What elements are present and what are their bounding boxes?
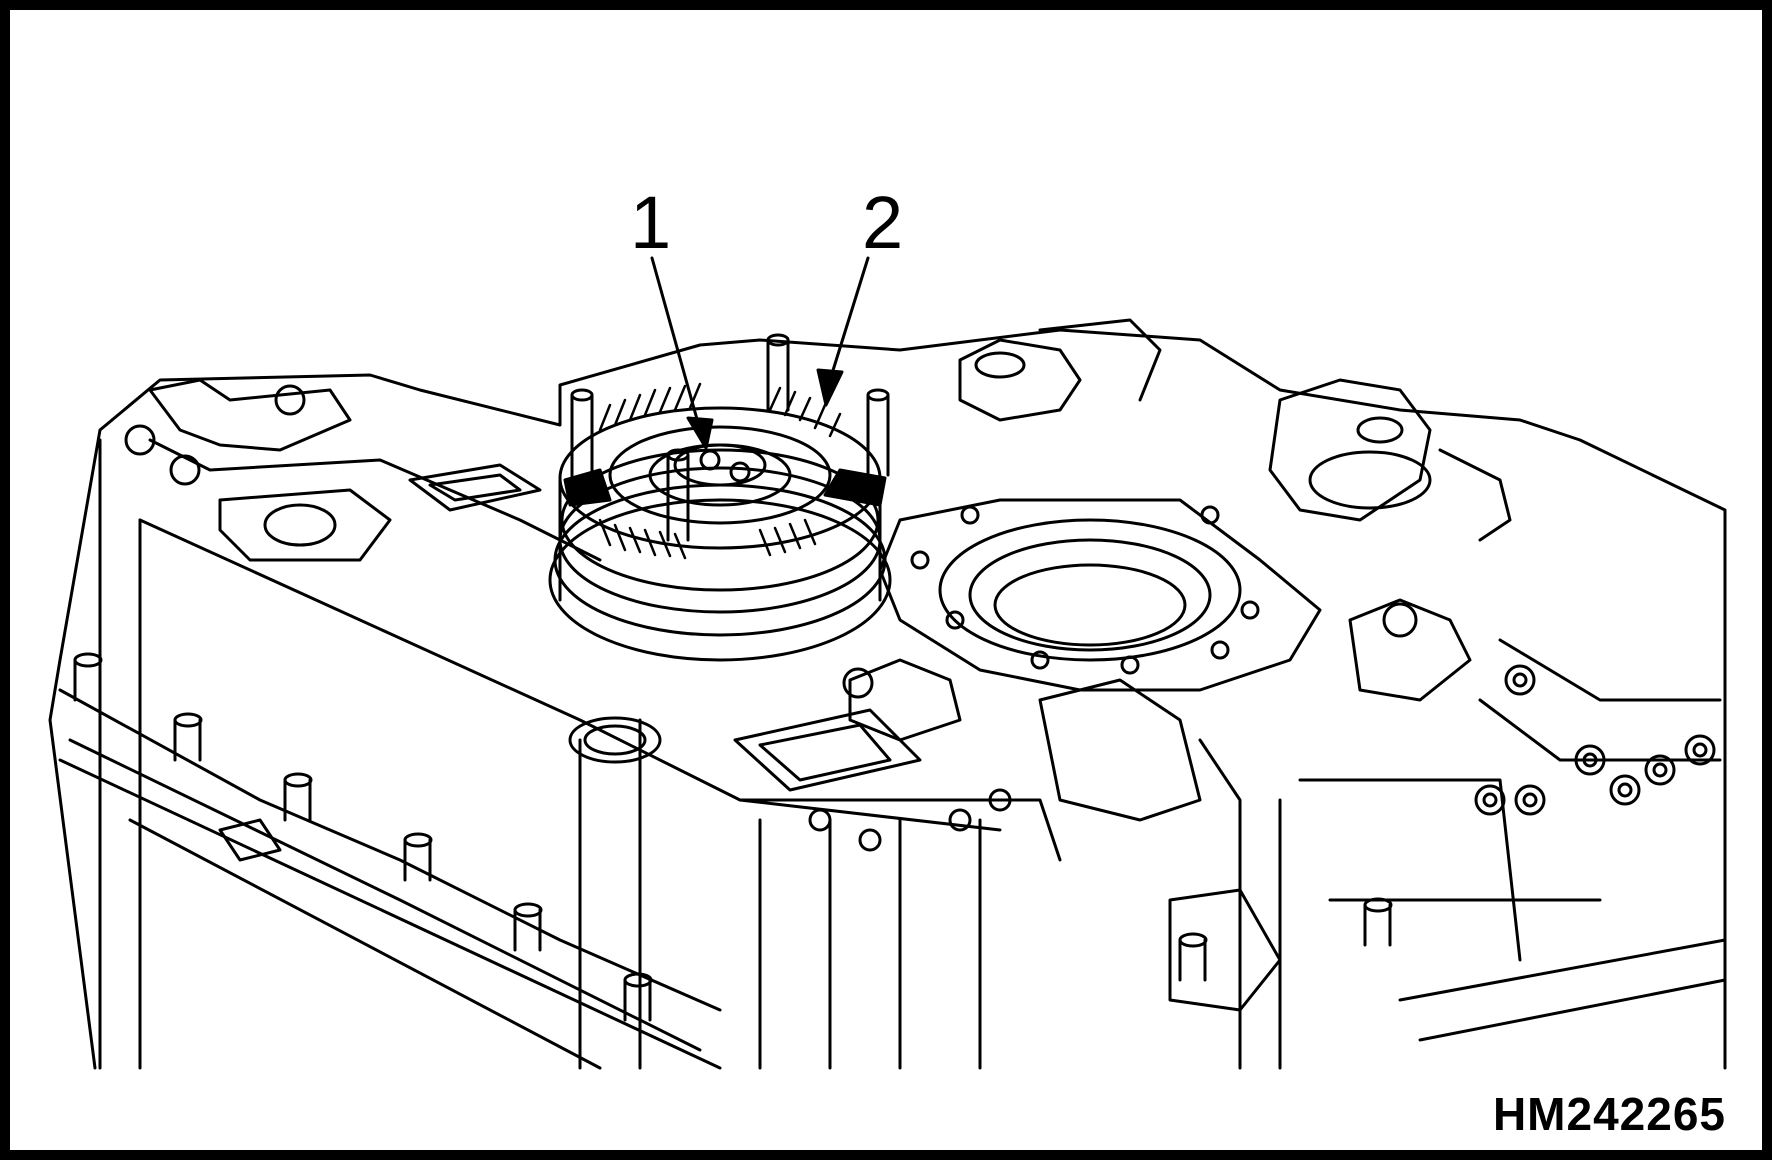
column-port — [568, 716, 662, 764]
callout-label-1: 1 — [630, 181, 672, 264]
black-segment — [823, 468, 887, 507]
left-flange — [148, 378, 352, 452]
bore-opening — [993, 563, 1187, 647]
housing-front-edge — [138, 518, 1002, 832]
boss-top-center — [958, 338, 1082, 422]
data-plate — [733, 708, 922, 792]
leader-arrow-2 — [828, 256, 870, 382]
bolt-row-right — [1474, 664, 1716, 816]
pin-center — [766, 338, 790, 412]
figure-id: HM242265 — [1492, 1088, 1726, 1140]
housing-top-outline — [48, 328, 1727, 1070]
leader-arrow-1 — [650, 256, 702, 432]
boss-top-right — [1268, 378, 1432, 522]
pump-flange-base — [548, 498, 892, 662]
small-label-plate — [408, 463, 542, 512]
pin-front — [666, 453, 690, 542]
pump-hub — [648, 443, 792, 507]
bore-flange — [878, 498, 1322, 692]
pin-left — [570, 393, 594, 482]
pin-right — [866, 393, 890, 477]
boss-right-lower — [1348, 598, 1472, 702]
transmission-case-drawing — [48, 256, 1727, 1070]
callout-label-2: 2 — [862, 181, 904, 264]
